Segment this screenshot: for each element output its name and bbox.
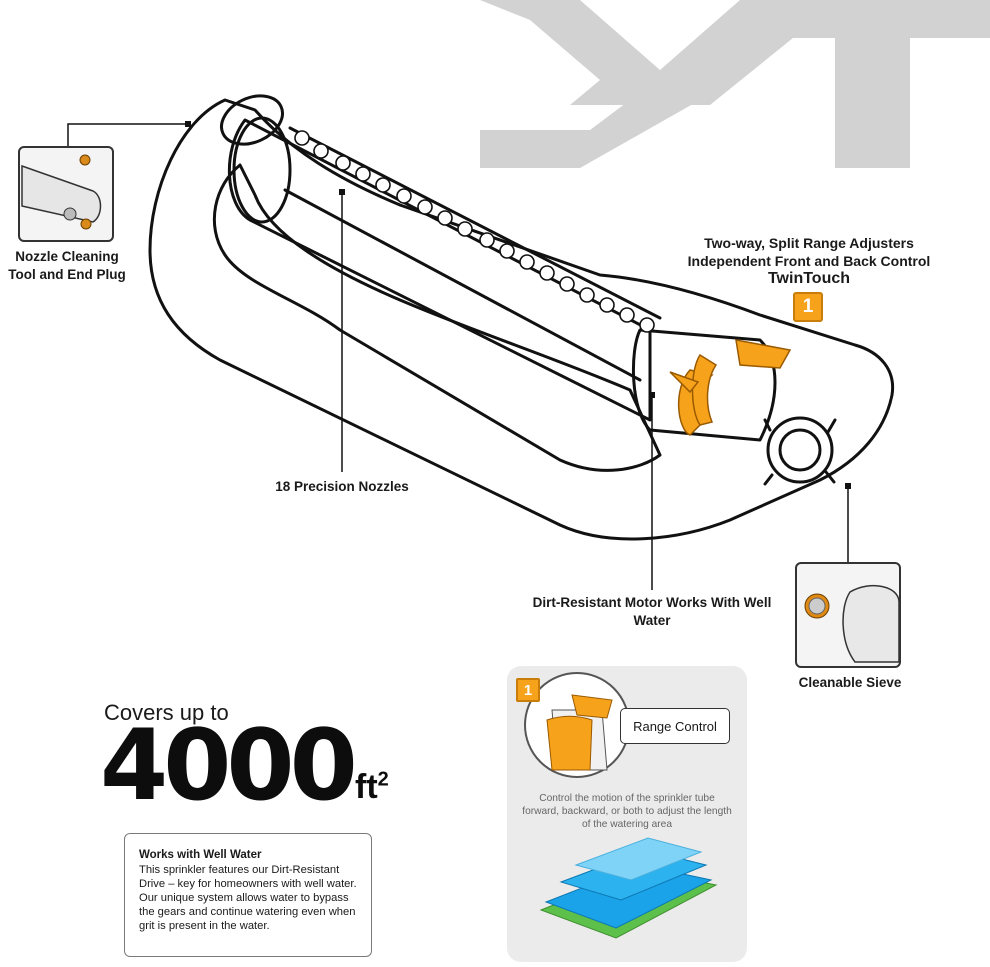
feature-badge-1: 1 [793, 292, 823, 322]
well-water-box: Works with Well Water This sprinkler fea… [124, 833, 372, 957]
callout-nozzle-tool: Nozzle Cleaning Tool and End Plug [8, 249, 126, 282]
twintouch-name: TwinTouch [767, 270, 851, 287]
sieve-inset [795, 562, 901, 668]
callout-twintouch: Two-way, Split Range Adjusters Independe… [680, 234, 938, 288]
watering-area-graphic [539, 837, 718, 939]
twintouch-line2: Independent Front and Back Control [687, 253, 931, 269]
well-water-body: This sprinkler features our Dirt-Resista… [139, 864, 357, 932]
twintouch-line1: Two-way, Split Range Adjusters [704, 235, 914, 251]
xt-logo-watermark [480, 0, 990, 168]
coverage-unit-text: ft [355, 768, 378, 806]
nozzle-tool-inset [18, 146, 114, 242]
well-water-title: Works with Well Water [139, 849, 262, 861]
callout-motor: Dirt-Resistant Motor Works With Well Wat… [532, 595, 772, 628]
sprinkler-illustration [67, 94, 895, 590]
coverage-unit: ft2 [355, 768, 389, 807]
range-control-description: Control the motion of the sprinkler tube… [522, 793, 732, 830]
coverage-prefix: Covers up to [104, 700, 229, 725]
callout-nozzles: 18 Precision Nozzles [275, 479, 409, 494]
range-control-label: Range Control [620, 708, 730, 744]
range-control-illustration [524, 672, 630, 778]
coverage-unit-exponent: 2 [377, 768, 389, 791]
coverage-number: 4000 [100, 709, 358, 823]
callout-sieve: Cleanable Sieve [798, 675, 902, 690]
range-badge-1: 1 [516, 678, 540, 702]
